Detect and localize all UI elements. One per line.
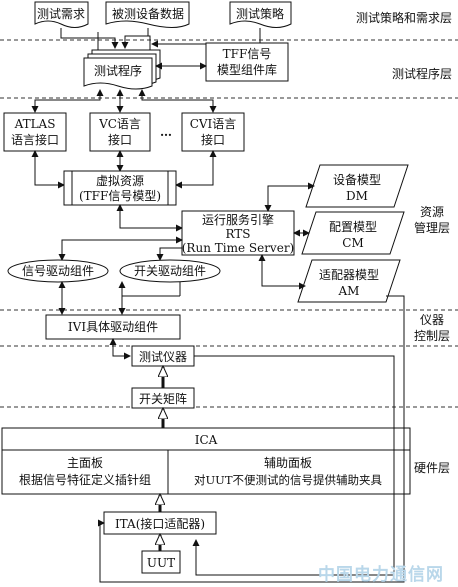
ica-title: ICA <box>195 433 218 447</box>
tff-library: TFF信号 模型组件库 <box>205 42 289 82</box>
interface-cvi-line1: CVI语言 <box>190 117 237 131</box>
layer-separators <box>0 39 458 408</box>
model-adapter: 适配器模型 AM <box>297 259 401 303</box>
uut-label: UUT <box>147 556 175 570</box>
doc-requirements: 测试需求 <box>34 1 89 28</box>
tff-library-line2: 模型组件库 <box>217 62 277 77</box>
interface-vc: VC语言 接口 <box>89 112 151 152</box>
interface-ellipsis: … <box>160 125 172 139</box>
rts: 运行服务引擎 RTS (Run Time Server) <box>181 210 295 256</box>
model-config-line2: CM <box>342 236 363 250</box>
uut: UUT <box>141 550 181 574</box>
arrow-virtual-to-rts <box>116 204 183 232</box>
program-to-interfaces <box>31 89 217 113</box>
aux-panel-title: 辅助面板 <box>264 456 312 470</box>
doc-dut-data: 被测设备数据 <box>105 1 190 28</box>
model-config: 配置模型 CM <box>301 211 405 255</box>
test-instrument-label: 测试仪器 <box>139 349 187 364</box>
interface-atlas-line2: 语言接口 <box>11 132 59 147</box>
layer-label-resource-2: 管理层 <box>414 220 450 235</box>
interface-cvi-line2: 接口 <box>201 132 225 147</box>
tff-library-line1: TFF信号 <box>223 47 272 61</box>
switch-driver-label: 开关驱动组件 <box>134 264 206 278</box>
layer-label-program: 测试程序层 <box>392 66 452 81</box>
model-config-line1: 配置模型 <box>329 220 377 234</box>
switch-driver: 开关驱动组件 <box>119 259 221 283</box>
test-program-label: 测试程序 <box>94 63 142 78</box>
arrow-ivi-to-instrument <box>109 338 131 360</box>
switch-matrix-label: 开关矩阵 <box>139 392 187 406</box>
layer-label-instrument-2: 控制层 <box>414 329 450 343</box>
signal-driver-label: 信号驱动组件 <box>22 264 94 278</box>
ivi-driver: IVI具体驱动组件 <box>45 314 181 340</box>
layer-label-hardware: 硬件层 <box>414 461 450 475</box>
virtual-resource-line2: (TFF信号模型) <box>79 189 161 203</box>
interface-atlas-line1: ATLAS <box>14 117 56 131</box>
virtual-resource-line1: 虚拟资源 <box>96 174 144 188</box>
watermark: 中国电力通信网 <box>318 565 444 585</box>
test-program: 测试程序 <box>83 49 161 90</box>
rts-line2: RTS <box>225 227 250 241</box>
rts-to-drivers <box>58 236 183 261</box>
layer-label-strategy: 测试策略和需求层 <box>356 10 452 25</box>
rts-line3: (Run Time Server) <box>182 241 294 255</box>
interface-vc-line1: VC语言 <box>98 117 141 131</box>
interfaces-to-virtual <box>31 150 217 189</box>
rts-line1: 运行服务引擎 <box>202 212 274 227</box>
doc-strategy-label: 测试策略 <box>236 6 284 21</box>
model-device-line2: DM <box>346 189 368 203</box>
ica: ICA 主面板 根据信号特征定义插针组 辅助面板 对UUT不便测试的信号提供辅助… <box>1 427 411 495</box>
doc-dut-data-label: 被测设备数据 <box>112 6 184 21</box>
ita: ITA(接口适配器) <box>103 511 217 535</box>
model-device: 设备模型 DM <box>305 164 409 208</box>
switch-matrix: 开关矩阵 <box>131 387 195 409</box>
rts-to-models <box>258 182 315 290</box>
model-adapter-line2: AM <box>338 284 360 298</box>
feedback-lines <box>98 295 405 583</box>
main-panel-desc: 根据信号特征定义插针组 <box>19 472 151 487</box>
signal-driver: 信号驱动组件 <box>7 259 109 283</box>
doc-strategy: 测试策略 <box>229 1 292 28</box>
layer-label-instrument-1: 仪器 <box>420 313 444 327</box>
virtual-resource: 虚拟资源 (TFF信号模型) <box>63 170 177 206</box>
interface-cvi: CVI语言 接口 <box>181 112 245 152</box>
aux-panel-desc: 对UUT不便测试的信号提供辅助夹具 <box>194 473 383 487</box>
ivi-driver-label: IVI具体驱动组件 <box>68 320 158 334</box>
main-panel-title: 主面板 <box>67 456 103 470</box>
layer-label-resource-1: 资源 <box>420 205 444 219</box>
ita-label: ITA(接口适配器) <box>115 516 205 531</box>
model-adapter-line1: 适配器模型 <box>319 268 379 282</box>
test-instrument: 测试仪器 <box>131 345 195 367</box>
interface-vc-line2: 接口 <box>108 132 132 147</box>
doc-requirements-label: 测试需求 <box>37 6 85 21</box>
drivers-to-ivi <box>58 281 181 315</box>
model-device-line1: 设备模型 <box>333 173 381 187</box>
interface-atlas: ATLAS 语言接口 <box>3 112 67 152</box>
